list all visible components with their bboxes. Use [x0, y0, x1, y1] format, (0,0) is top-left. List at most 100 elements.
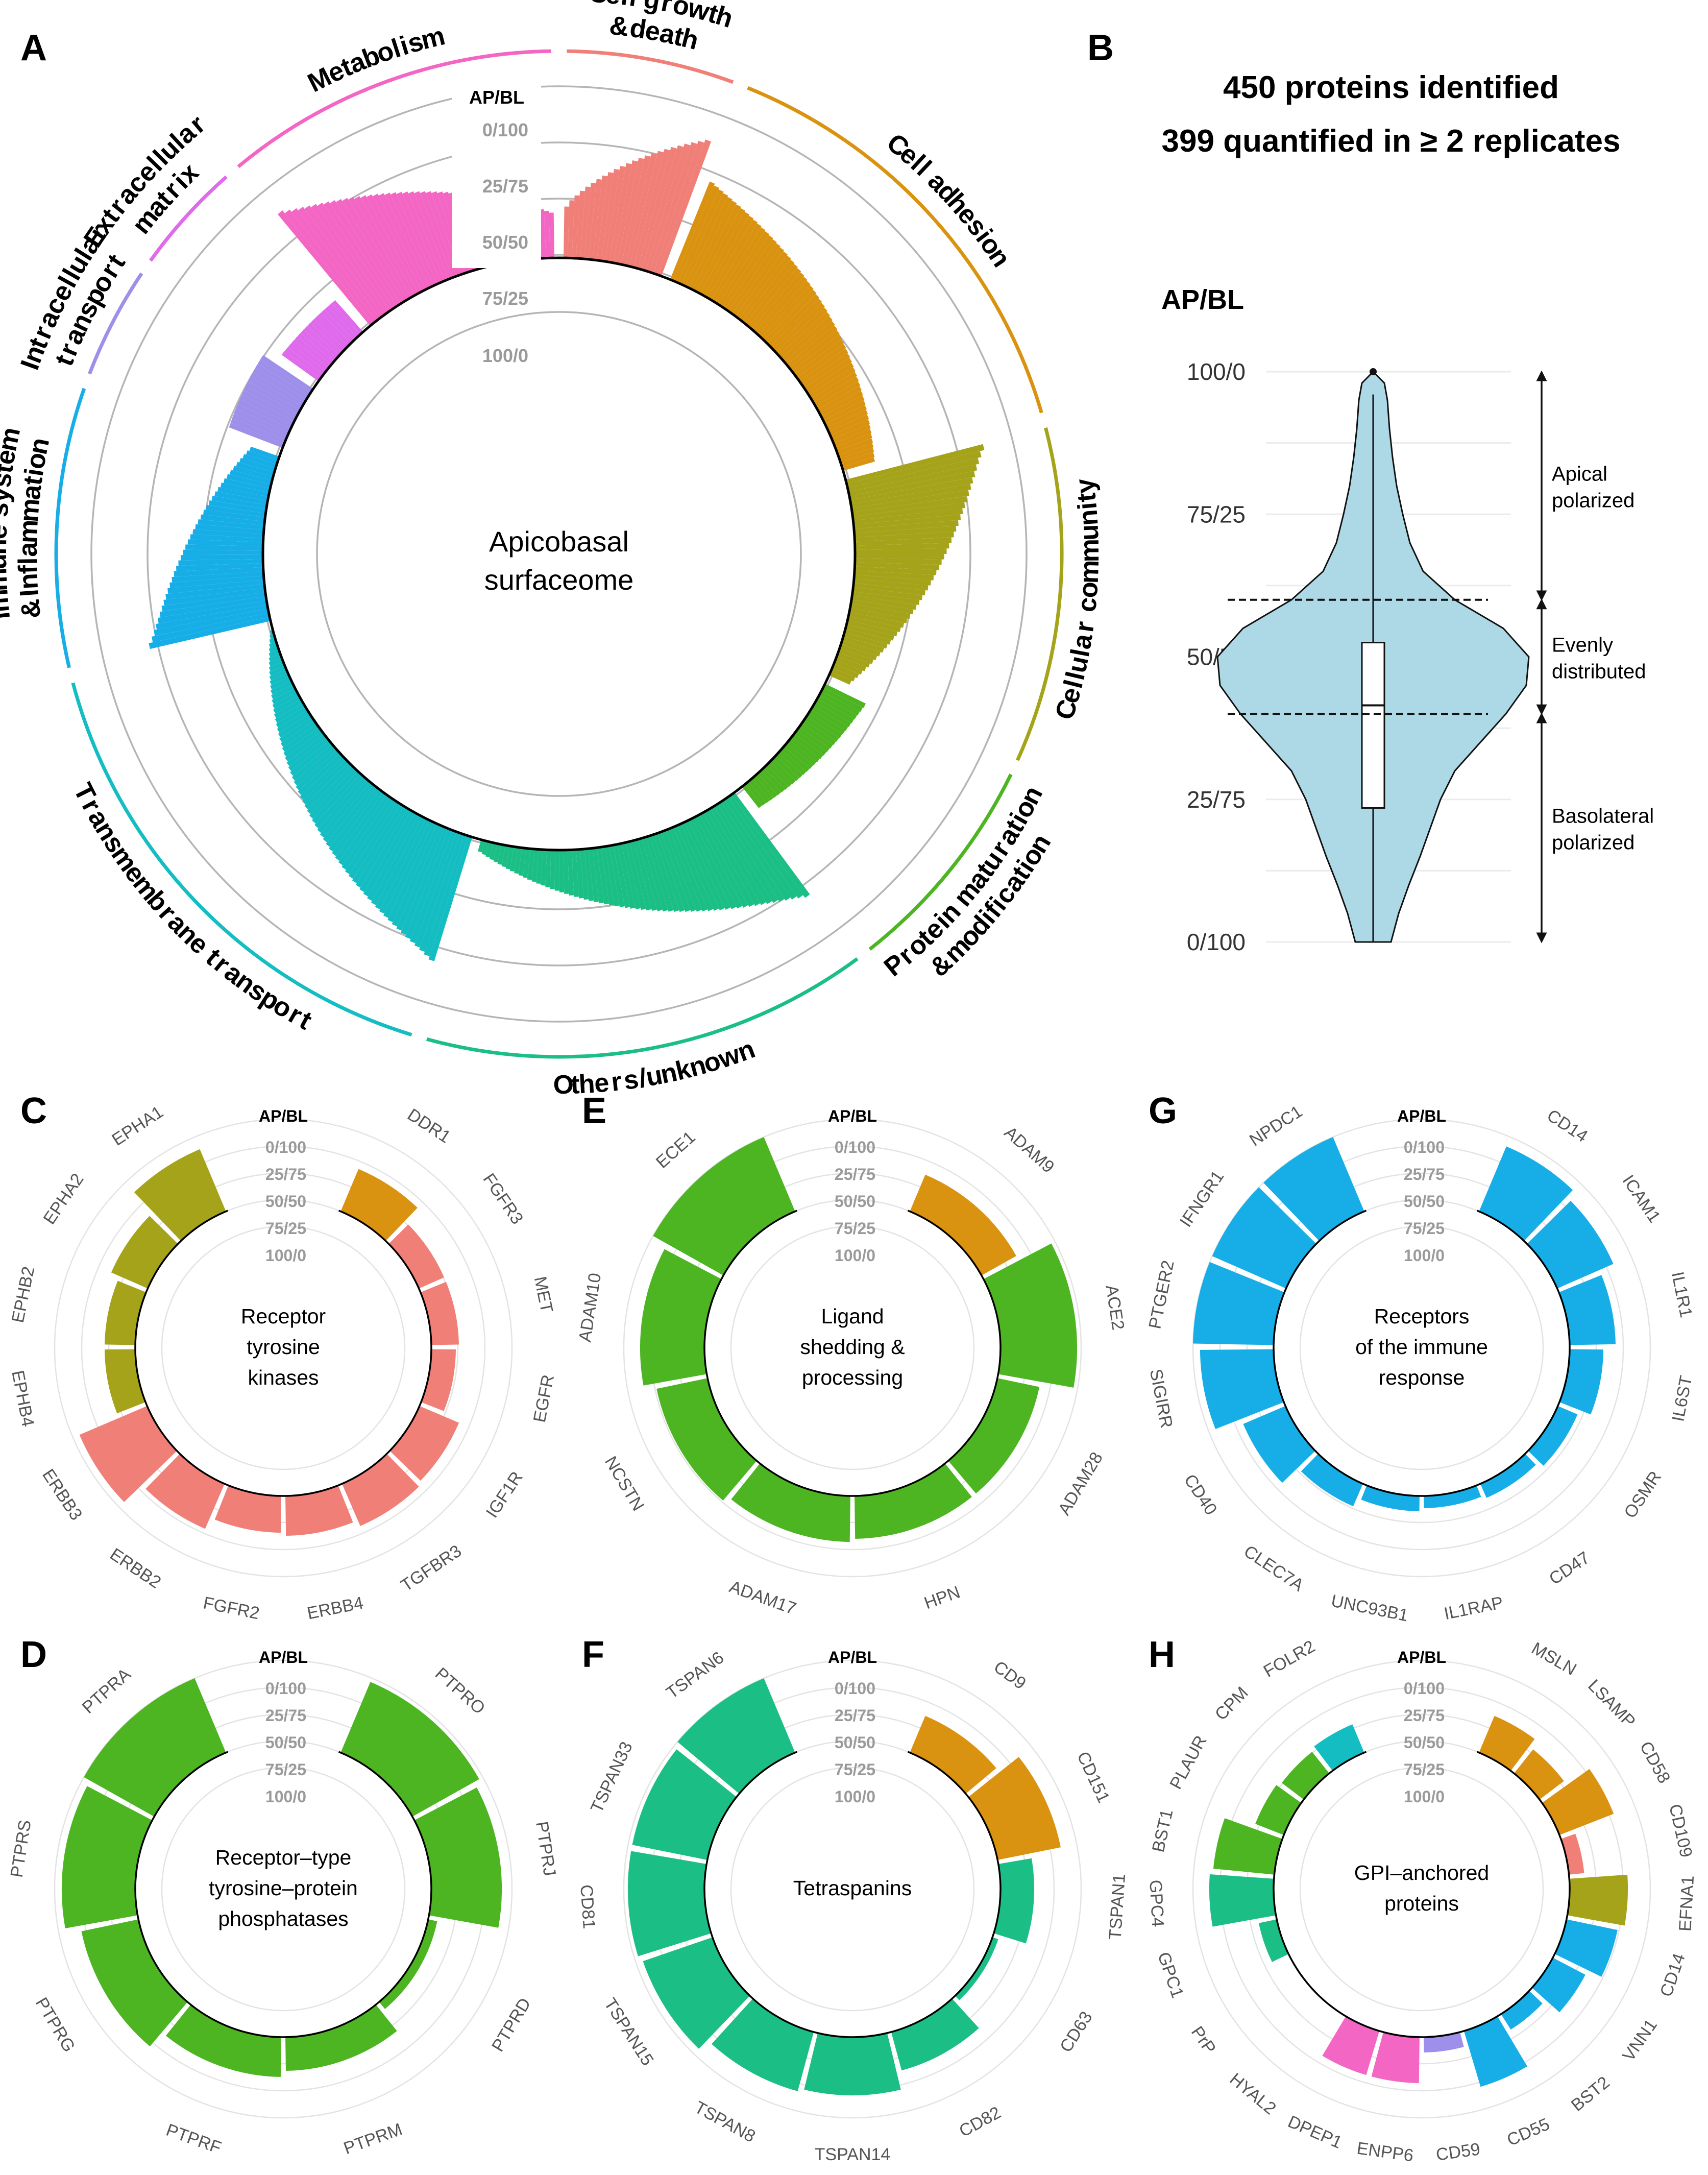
- bar: [789, 736, 820, 762]
- bar: [209, 500, 266, 514]
- item-label-epha2: EPHA2: [40, 1170, 88, 1228]
- category-cellular-community: [828, 427, 1064, 761]
- bar: [178, 559, 263, 566]
- category-label-glyph: m: [1075, 539, 1105, 563]
- bar-igf1r: [389, 1406, 459, 1481]
- bar-tspan8: [712, 1998, 814, 2091]
- bar: [839, 447, 874, 463]
- category-label-glyph: r: [609, 1067, 623, 1097]
- grid-circle: [1299, 1225, 1544, 1470]
- bar: [852, 502, 965, 521]
- item-label-ptprd: PTPRD: [488, 1995, 535, 2055]
- bar-hpn: [855, 1463, 972, 1539]
- bar-cd81: [627, 1851, 712, 1956]
- bar: [758, 770, 782, 795]
- grid-circle: [316, 311, 802, 797]
- item-label-hpn: HPN: [922, 1582, 963, 1613]
- grid-circle: [90, 85, 1028, 1023]
- bar-il1r1: [1558, 1275, 1616, 1345]
- bar-cd14: [1479, 1146, 1573, 1241]
- bar: [653, 833, 685, 912]
- bar: [854, 570, 934, 581]
- bar: [854, 526, 957, 538]
- bar: [230, 418, 286, 444]
- bars: [61, 1678, 502, 2077]
- bar: [846, 451, 982, 488]
- bar: [728, 243, 781, 314]
- axis-title: AP/BL: [259, 1107, 308, 1125]
- bar-npdc1: [1263, 1137, 1364, 1241]
- item-label-cpm: CPM: [1211, 1683, 1252, 1725]
- bar-dpep1: [1322, 2016, 1380, 2075]
- bar-unc93b1: [1361, 1485, 1420, 1511]
- tick-label: 75/25: [482, 288, 528, 309]
- bar-il1rap: [1424, 1485, 1481, 1508]
- b-title: 399 quantified in ≥ 2 replicates: [1162, 124, 1621, 159]
- item-label-cd81: CD81: [576, 1884, 599, 1929]
- item-label-adam10: ADAM10: [575, 1272, 605, 1343]
- bar: [291, 743, 335, 781]
- tick-label: 25/75: [482, 176, 528, 197]
- category-label-glyph: m: [13, 519, 44, 544]
- tick-label: 25/75: [265, 1165, 306, 1183]
- bar-sigirr: [1200, 1349, 1284, 1429]
- bar: [845, 624, 894, 641]
- bar: [853, 508, 963, 525]
- bar: [847, 616, 901, 633]
- bar: [545, 850, 551, 887]
- bar: [838, 443, 874, 459]
- bar: [621, 155, 651, 265]
- bar: [674, 185, 720, 283]
- bar: [811, 706, 848, 731]
- bar: [271, 684, 296, 699]
- bar: [633, 839, 657, 911]
- item-label-fgfr3: FGFR3: [479, 1170, 527, 1228]
- bar: [198, 519, 264, 530]
- bar: [617, 157, 645, 265]
- bar: [799, 723, 833, 749]
- panel-letter-d: D: [20, 1634, 47, 1675]
- bar: [285, 209, 377, 324]
- category-label-glyph: I: [14, 588, 44, 598]
- bar: [285, 731, 324, 762]
- bar: [324, 306, 357, 341]
- category-others-unknown: [426, 792, 859, 1059]
- panel-g-circular-chart: CD14ICAM1IL1R1IL6STOSMRCD47IL1RAPUNC93B1…: [1145, 1102, 1696, 1626]
- bar: [849, 608, 908, 623]
- axis-title: AP/BL: [1397, 1648, 1446, 1666]
- grid-circle: [161, 1225, 406, 1470]
- bar: [770, 759, 796, 784]
- category-arc: [88, 272, 143, 375]
- bar: [731, 792, 810, 898]
- category-label-glyph: n: [0, 539, 12, 555]
- bar: [549, 212, 555, 258]
- bar: [689, 200, 737, 290]
- item-label-cd63: CD63: [1056, 2008, 1096, 2056]
- panel-d-circular-chart: PTPROPTPRJPTPRDPTPRMPTPRFPTPRGPTPRSPTPRA…: [7, 1648, 559, 2158]
- bar: [819, 391, 863, 417]
- bars: [1209, 1715, 1628, 2087]
- category-label-glyph: I: [0, 610, 16, 621]
- region-label: Evenly: [1552, 634, 1613, 657]
- grid-circle: [1192, 1118, 1651, 1578]
- bar: [304, 762, 352, 810]
- bar-bst1: [1213, 1818, 1283, 1875]
- bar: [609, 163, 632, 263]
- bar: [754, 276, 808, 335]
- bar-cd9: [910, 1715, 996, 1794]
- bar: [172, 571, 264, 583]
- bar: [584, 849, 594, 901]
- bar: [761, 285, 814, 341]
- bar: [367, 194, 422, 294]
- tick-label: 50/50: [835, 1192, 875, 1211]
- bar: [629, 840, 652, 911]
- item-label-cd58: CD58: [1636, 1738, 1674, 1787]
- bar-tspan14: [804, 2033, 901, 2096]
- bar: [307, 765, 355, 814]
- bar: [253, 368, 307, 403]
- bar: [250, 372, 305, 407]
- category-label-glyph: o: [1073, 581, 1104, 599]
- bar: [807, 362, 854, 395]
- bar: [290, 740, 332, 777]
- bar: [183, 549, 263, 555]
